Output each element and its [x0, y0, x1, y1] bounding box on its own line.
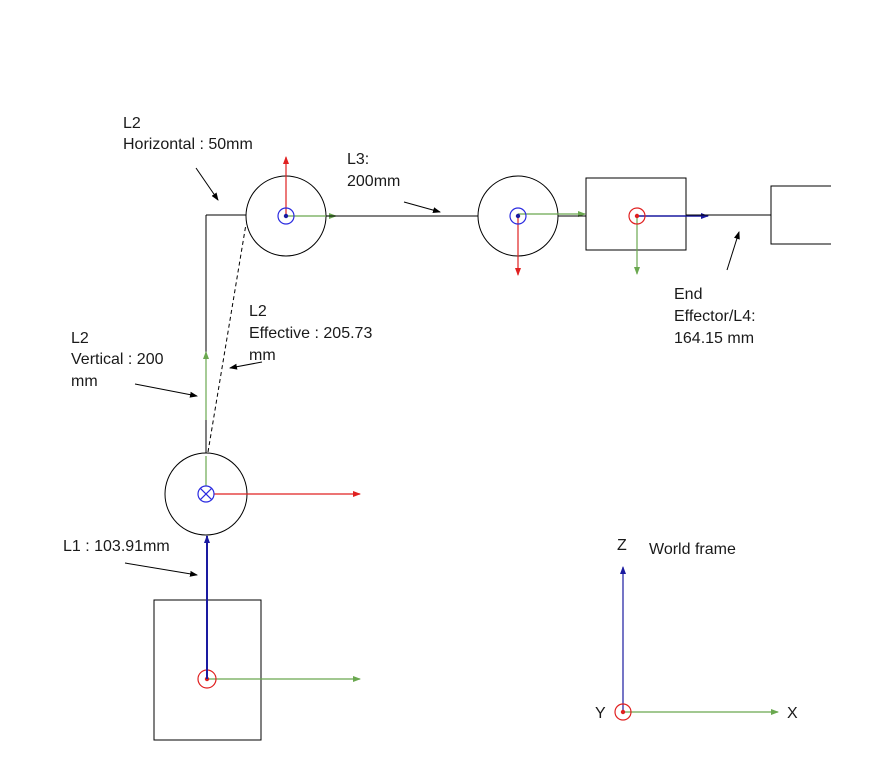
- joint-1-rotation-into-icon: [197, 485, 215, 503]
- link-l2-effective: [207, 223, 247, 453]
- label-l2-effective: L2 Effective : 205.73 mm: [249, 303, 377, 364]
- pointer-l2-vertical: [134, 383, 198, 398]
- pointer-l2-effective: [229, 361, 263, 370]
- world-frame-title: World frame: [649, 541, 736, 558]
- end-effector-y-axis-out-icon: [628, 207, 646, 225]
- world-y-axis-out-icon: [614, 703, 632, 721]
- pointer-l1: [124, 562, 198, 577]
- world-origin-dot: [620, 709, 626, 715]
- world-x-label: X: [787, 705, 798, 722]
- label-l2-horizontal: L2 Horizontal : 50mm: [123, 115, 253, 153]
- end-effector-origin-dot: [634, 213, 640, 219]
- label-l3: L3: 200mm: [347, 151, 400, 190]
- label-l1: L1 : 103.91mm: [63, 538, 170, 555]
- gripper: [770, 185, 831, 245]
- joint-2-origin-dot: [283, 213, 289, 219]
- joint-2-rotation-out-icon: [277, 207, 295, 225]
- pointer-l2-horizontal: [195, 167, 219, 201]
- joint-1-cross-b: [199, 487, 213, 501]
- joint-3-rotation-out-icon: [509, 207, 527, 225]
- joint-3-origin-dot: [515, 213, 521, 219]
- pointer-l3: [403, 201, 441, 214]
- label-l2-vertical: L2 Vertical : 200 mm: [71, 330, 168, 390]
- world-y-label: Y: [595, 705, 606, 722]
- label-end-effector: End Effector/L4: 164.15 mm: [674, 286, 760, 347]
- world-z-label: Z: [617, 537, 627, 554]
- end-effector-box: [585, 177, 687, 251]
- pointer-end-effector: [726, 231, 740, 271]
